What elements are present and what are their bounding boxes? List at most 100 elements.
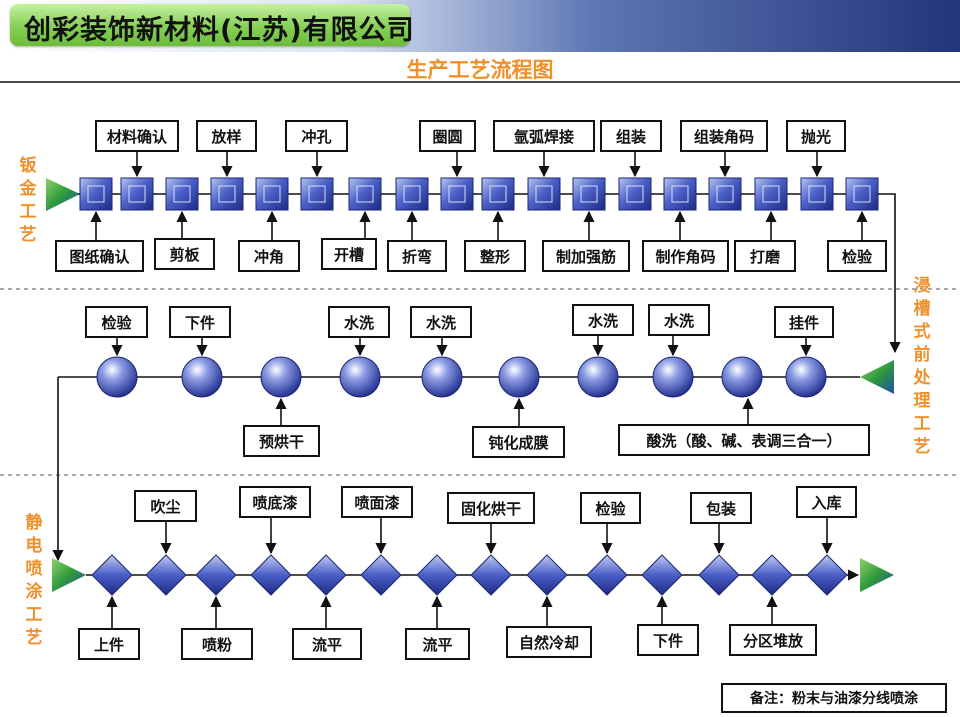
step-inspection: 检验 [85, 306, 148, 338]
step-bending: 折弯 [387, 240, 447, 272]
step-assemble-corner: 组装角码 [680, 120, 768, 152]
section-label-spraying: 静电喷涂工艺 [25, 513, 43, 648]
step-natural-cooling: 自然冷却 [506, 626, 592, 658]
section-label-pretreatment: 浸槽式前处理工艺 [913, 276, 931, 457]
process-node [421, 356, 463, 398]
process-node [260, 356, 302, 398]
company-name: 创彩装饰新材料(江苏)有限公司 [24, 15, 415, 46]
step-layout: 放样 [196, 120, 257, 152]
step-unload: 下件 [169, 306, 231, 338]
process-node [586, 554, 628, 596]
process-node [708, 177, 742, 211]
section-label-sheet-metal: 钣金工艺 [19, 156, 37, 245]
process-node [79, 177, 113, 211]
input-arrows [111, 336, 812, 426]
process-node [165, 177, 199, 211]
step-assembly: 组装 [600, 120, 662, 152]
process-node [120, 177, 154, 211]
step-pre-dry: 预烘干 [243, 425, 320, 457]
step-grinding: 打磨 [734, 240, 796, 272]
flow-start-triangle [46, 178, 80, 211]
step-water-wash: 水洗 [410, 306, 472, 338]
input-arrows [106, 518, 833, 628]
process-node [395, 177, 429, 211]
step-material-confirm: 材料确认 [95, 120, 179, 152]
process-node [572, 177, 606, 211]
process-node [652, 356, 694, 398]
company-banner [10, 4, 410, 46]
process-node [721, 356, 763, 398]
step-water-wash: 水洗 [648, 304, 710, 336]
process-node [305, 554, 347, 596]
process-node [339, 356, 381, 398]
process-node [806, 554, 848, 596]
step-inspection: 检验 [827, 240, 887, 272]
flow-start-triangle [860, 360, 894, 394]
step-shaping: 整形 [464, 240, 526, 272]
step-argon-welding: 氩弧焊接 [493, 120, 595, 152]
process-node [96, 356, 138, 398]
step-punch-hole: 冲孔 [285, 120, 348, 152]
step-warehouse: 入库 [796, 486, 857, 518]
process-node [145, 554, 187, 596]
step-zoned-stacking: 分区堆放 [729, 624, 817, 656]
step-packing: 包装 [690, 492, 752, 524]
step-cure-dry: 固化烘干 [447, 492, 535, 524]
step-hang: 挂件 [774, 306, 834, 338]
step-load: 上件 [78, 628, 140, 660]
process-node [754, 177, 788, 211]
step-unload: 下件 [637, 624, 699, 656]
step-powder-spray: 喷粉 [181, 628, 253, 660]
flow-end-triangle [860, 558, 894, 592]
process-node [440, 177, 474, 211]
process-node [698, 554, 740, 596]
connector-arrow [878, 193, 901, 354]
flow-start-triangle [52, 558, 86, 592]
process-node [416, 554, 458, 596]
step-inspection: 检验 [580, 492, 641, 524]
process-node [300, 177, 334, 211]
step-blow-dust: 吹尘 [134, 490, 197, 522]
step-corner-punch: 冲角 [238, 240, 300, 272]
step-acid-wash: 酸洗（酸、碱、表调三合一） [618, 424, 870, 456]
step-drawing-confirm: 图纸确认 [55, 240, 144, 272]
process-node [526, 554, 568, 596]
step-passivation: 钝化成膜 [472, 426, 565, 458]
process-node [255, 177, 289, 211]
process-node [481, 177, 515, 211]
process-node [845, 177, 879, 211]
process-node [498, 356, 540, 398]
process-node [527, 177, 561, 211]
step-polishing: 抛光 [786, 120, 846, 152]
process-node [250, 554, 292, 596]
step-shearing: 剪板 [154, 238, 215, 270]
process-node [785, 356, 827, 398]
process-node [181, 356, 223, 398]
process-node [195, 554, 237, 596]
process-node [751, 554, 793, 596]
page-title: 生产工艺流程图 [406, 58, 554, 82]
process-node [641, 554, 683, 596]
step-water-wash: 水洗 [328, 306, 390, 338]
process-node [470, 554, 512, 596]
remark-note: 备注：粉末与油漆分线喷涂 [721, 683, 947, 713]
step-leveling: 流平 [405, 628, 470, 660]
process-node [663, 177, 697, 211]
process-node [348, 177, 382, 211]
step-water-wash: 水洗 [572, 304, 634, 336]
step-primer-spray: 喷底漆 [239, 486, 311, 518]
step-grooving: 开槽 [321, 238, 377, 270]
step-topcoat-spray: 喷面漆 [341, 486, 413, 518]
step-stiffener: 制加强筋 [542, 240, 630, 272]
input-arrows [90, 152, 868, 240]
step-make-corner: 制作角码 [642, 240, 729, 272]
process-node [577, 356, 619, 398]
process-node [91, 554, 133, 596]
step-rolling: 圈圆 [419, 120, 476, 152]
process-node [360, 554, 402, 596]
process-node [618, 177, 652, 211]
process-node [210, 177, 244, 211]
process-node [800, 177, 834, 211]
